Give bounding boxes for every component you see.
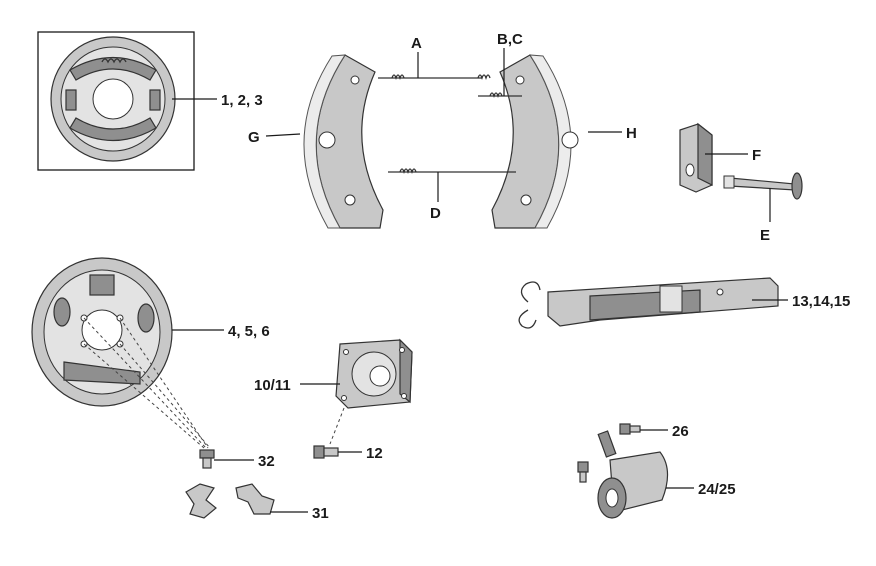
label-bc: B,C <box>497 31 523 48</box>
wheel-cylinder: 24/25 <box>577 430 736 519</box>
spring-bc-coil <box>489 92 503 99</box>
label-h: H <box>626 125 637 142</box>
bolt-12: 12 <box>313 445 383 462</box>
backing-plate-assembly: 1, 2, 3 <box>37 31 263 171</box>
leader-g <box>265 133 301 137</box>
pin-e-tip <box>723 175 735 189</box>
wheel-cylinder-bolt-head <box>577 461 589 473</box>
backing-plate-bracket <box>63 361 141 385</box>
dash-line-12 <box>329 407 345 445</box>
assembly-shoe-bottom <box>69 117 157 142</box>
spring-a-coil-left <box>391 74 405 81</box>
shoe-g-lining <box>303 54 346 229</box>
pin-e-head <box>791 172 803 200</box>
bolt-12-head <box>313 445 325 459</box>
bolt-32-shank <box>202 457 212 469</box>
dash-line-4 <box>119 343 211 449</box>
shoe-h-lining <box>529 54 572 229</box>
clip-31-right <box>235 483 275 515</box>
assembly-anchor <box>149 89 161 111</box>
spring-d-coil <box>399 168 417 175</box>
label-32: 32 <box>258 453 275 470</box>
dash-line-2 <box>119 317 209 449</box>
assembly-shoe-top <box>69 56 157 81</box>
label-26: 26 <box>672 423 689 440</box>
hold-down-pin-e: E <box>723 172 803 244</box>
bleed-screw-shank <box>629 425 641 433</box>
bolt-32: 32 <box>199 449 275 470</box>
backing-plate-pad-left <box>53 297 71 327</box>
hold-down-clip-f: F <box>679 122 761 193</box>
label-e: E <box>760 227 770 244</box>
hub-flange-hole-2 <box>399 347 405 353</box>
bleed-screw-26: 26 <box>619 423 689 440</box>
wheel-cylinder-bolt-shank <box>579 471 587 483</box>
hub-flange-hole-3 <box>341 395 347 401</box>
dash-line-3 <box>83 343 205 449</box>
backing-plate-pad-right <box>137 303 155 333</box>
hub-flange-hole-4 <box>401 393 407 399</box>
adjuster-strut: 13,14,15 <box>518 277 850 329</box>
shoe-g-hole-top <box>350 75 360 85</box>
pin-e-shaft <box>729 177 796 191</box>
adjuster-spring-hook-bottom <box>518 309 537 329</box>
bolt-32-head <box>199 449 215 459</box>
label-13-14-15: 13,14,15 <box>792 293 850 310</box>
shoe-g-hole <box>318 131 336 149</box>
bleed-screw-head <box>619 423 631 435</box>
shoe-h-hole <box>561 131 579 149</box>
brake-shoe-set: A B,C D G H <box>248 31 637 229</box>
label-12: 12 <box>366 445 383 462</box>
clip-31-left <box>185 483 217 519</box>
label-g: G <box>248 129 260 146</box>
hub-flange: 10/11 <box>254 338 413 445</box>
hub-flange-bore <box>369 365 391 387</box>
backing-plate-top-boss <box>89 274 115 296</box>
adjuster-wheel <box>659 285 683 313</box>
adjuster-spring-hook-top <box>520 281 541 303</box>
hub-flange-hole-1 <box>343 349 349 355</box>
assembly-spring <box>101 58 127 64</box>
adjuster-body <box>589 289 701 321</box>
assembly-wheel-cylinder <box>65 89 77 111</box>
shoe-h-hole-top <box>515 75 525 85</box>
label-1-2-3: 1, 2, 3 <box>221 92 263 109</box>
adjuster-hole <box>716 288 724 296</box>
wheel-cylinder-bleeder <box>597 430 617 458</box>
spring-a-coil-right <box>477 74 491 81</box>
assembly-center-hole <box>92 78 134 120</box>
label-4-5-6: 4, 5, 6 <box>228 323 270 340</box>
hub-flange-side <box>399 338 413 404</box>
label-f: F <box>752 147 761 164</box>
clip-f-hole <box>685 163 695 177</box>
wheel-cylinder-bore <box>605 488 619 508</box>
clips-31: 31 <box>185 483 329 522</box>
label-24-25: 24/25 <box>698 481 736 498</box>
shoe-g-hole-bottom <box>344 194 356 206</box>
label-10-11: 10/11 <box>254 377 291 394</box>
backing-plate-center-hole <box>81 309 123 351</box>
label-a: A <box>411 35 422 52</box>
shoe-h-hole-bottom <box>520 194 532 206</box>
label-d: D <box>430 205 441 222</box>
backing-plate: 4, 5, 6 <box>31 257 270 449</box>
bolt-12-shank <box>323 447 339 457</box>
label-31: 31 <box>312 505 329 522</box>
